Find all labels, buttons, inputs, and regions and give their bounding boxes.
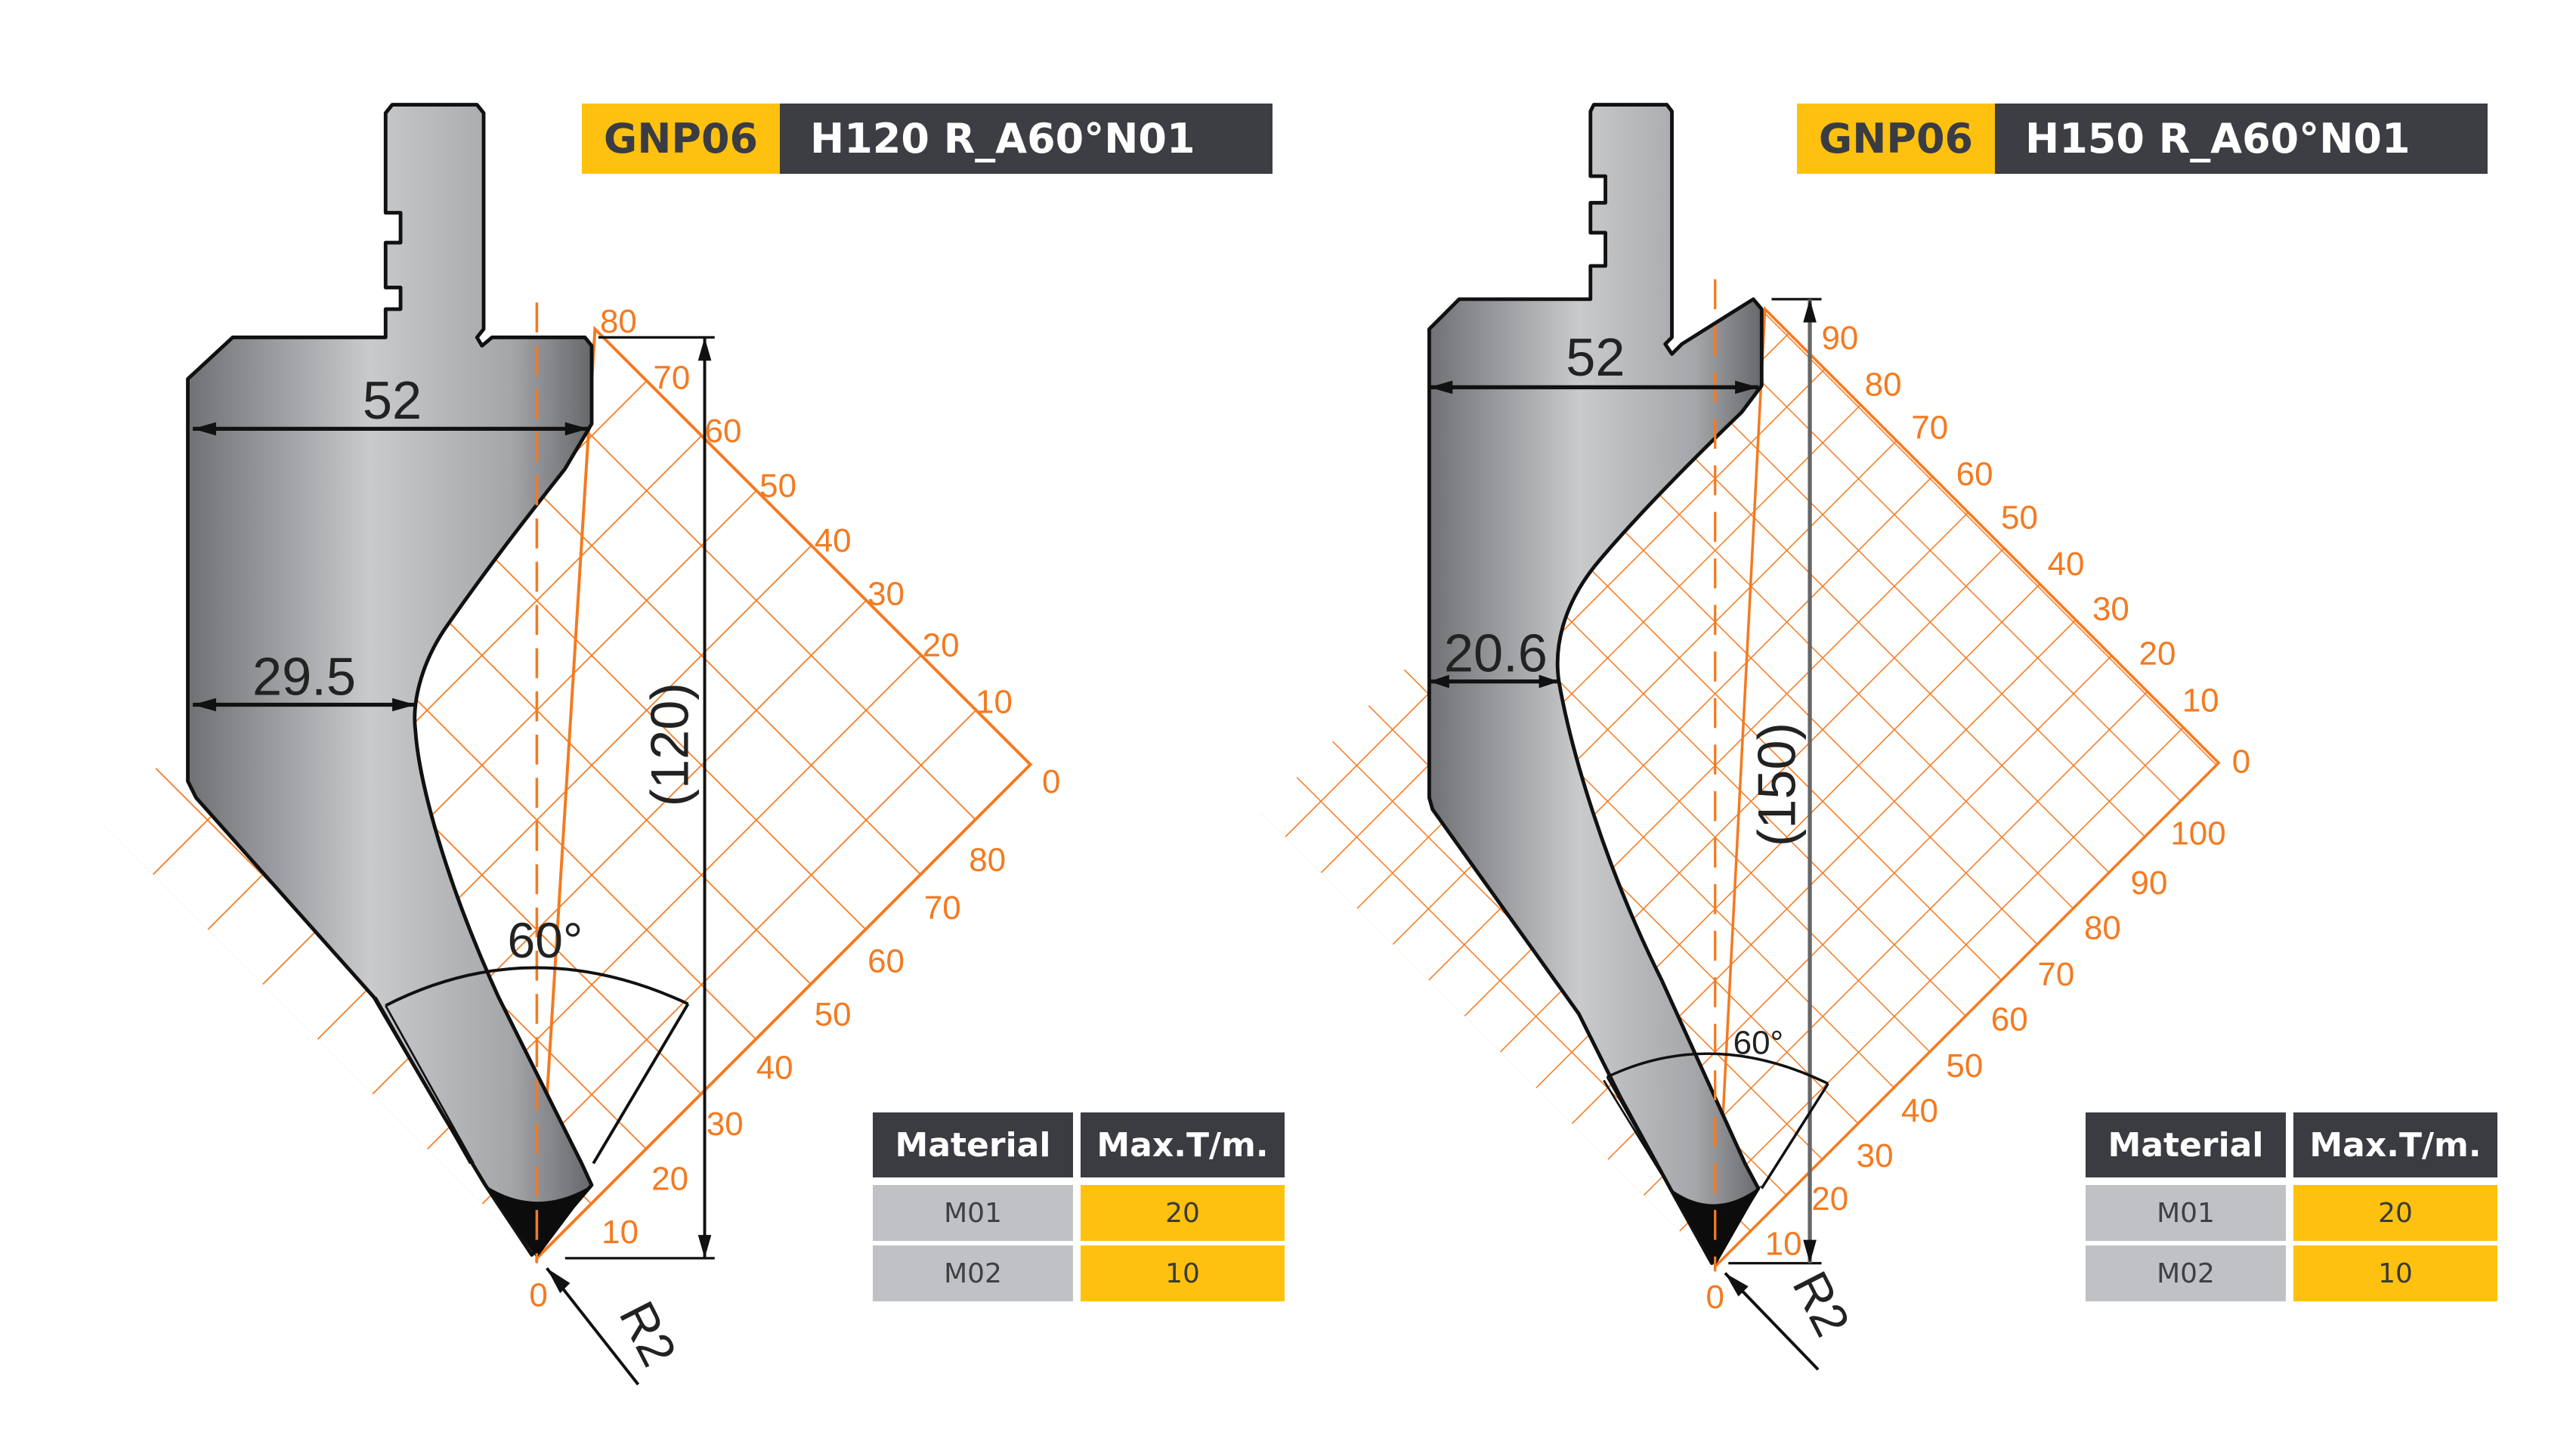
svg-text:70: 70 bbox=[924, 889, 961, 927]
series-code-left: GNP06 bbox=[582, 104, 780, 174]
svg-text:0: 0 bbox=[2232, 744, 2250, 781]
max-tonnage-cell: 20 bbox=[2293, 1185, 2497, 1241]
max-tonnage-cell: 10 bbox=[2293, 1245, 2497, 1301]
header-material: Material bbox=[2086, 1112, 2286, 1177]
material-cell: M01 bbox=[873, 1185, 1073, 1241]
svg-text:0: 0 bbox=[1042, 763, 1060, 800]
grid-scale-lower-left: 80 70 60 50 40 30 20 10 bbox=[601, 841, 1006, 1251]
svg-text:50: 50 bbox=[2001, 499, 2038, 536]
max-tonnage-cell: 20 bbox=[1081, 1185, 1285, 1241]
table-row: M02 10 bbox=[873, 1245, 1285, 1301]
svg-text:80: 80 bbox=[600, 303, 637, 340]
header-max-tonnage: Max.T/m. bbox=[2293, 1112, 2497, 1177]
svg-text:50: 50 bbox=[1946, 1047, 1983, 1084]
svg-text:90: 90 bbox=[1821, 320, 1858, 357]
svg-text:10: 10 bbox=[601, 1214, 639, 1251]
die-tip-left bbox=[485, 1185, 592, 1258]
model-name-left: H120 R_A60°N01 bbox=[780, 104, 1273, 174]
svg-text:30: 30 bbox=[707, 1106, 744, 1143]
radius-dimension-right: R2 bbox=[1782, 1263, 1860, 1345]
svg-text:30: 30 bbox=[1857, 1137, 1894, 1174]
svg-text:80: 80 bbox=[2084, 910, 2121, 947]
grid-scale-lower-right: 100 90 80 70 60 50 40 30 20 10 bbox=[1765, 815, 2226, 1262]
angle-dimension-left: 60° bbox=[508, 912, 583, 968]
svg-text:60: 60 bbox=[705, 413, 742, 450]
angle-dimension-right: 60° bbox=[1733, 1024, 1784, 1061]
svg-text:50: 50 bbox=[759, 468, 796, 505]
table-header-row: Material Max.T/m. bbox=[2086, 1112, 2497, 1177]
max-tonnage-cell: 10 bbox=[1081, 1245, 1285, 1301]
die-title-banner-left: GNP06 H120 R_A60°N01 bbox=[582, 104, 1273, 174]
series-code-right: GNP06 bbox=[1797, 104, 1995, 174]
svg-text:90: 90 bbox=[2131, 865, 2168, 902]
width-dimension-left: 52 bbox=[363, 370, 422, 430]
material-tonnage-table-right: Material Max.T/m. M01 20 M02 10 bbox=[2086, 1112, 2497, 1306]
neck-width-dimension-left: 29.5 bbox=[252, 646, 356, 706]
grid-scale-upper-left: 80 70 60 50 40 30 20 10 0 bbox=[600, 303, 1060, 800]
svg-text:70: 70 bbox=[1911, 410, 1948, 447]
svg-text:60: 60 bbox=[1991, 1001, 2028, 1038]
svg-text:20: 20 bbox=[2139, 636, 2176, 673]
material-cell: M01 bbox=[2086, 1185, 2286, 1241]
svg-text:70: 70 bbox=[2037, 956, 2074, 993]
svg-text:30: 30 bbox=[867, 576, 905, 613]
table-header-row: Material Max.T/m. bbox=[873, 1112, 1285, 1177]
svg-text:100: 100 bbox=[2170, 815, 2225, 852]
grid-scale-upper-right: 90 80 70 60 50 40 30 20 10 0 bbox=[1821, 320, 2250, 781]
die-title-banner-right: GNP06 H150 R_A60°N01 bbox=[1797, 104, 2488, 174]
svg-text:80: 80 bbox=[969, 841, 1006, 878]
table-row: M01 20 bbox=[873, 1185, 1285, 1241]
table-row: M02 10 bbox=[2086, 1245, 2497, 1301]
tip-zero-label-left: 0 bbox=[529, 1277, 547, 1314]
material-tonnage-table-left: Material Max.T/m. M01 20 M02 10 bbox=[873, 1112, 1285, 1306]
svg-text:10: 10 bbox=[1765, 1225, 1802, 1262]
svg-text:40: 40 bbox=[756, 1049, 793, 1086]
svg-text:40: 40 bbox=[2048, 546, 2085, 583]
width-dimension-right: 52 bbox=[1566, 327, 1625, 387]
svg-text:20: 20 bbox=[1811, 1180, 1848, 1217]
svg-text:30: 30 bbox=[2092, 590, 2129, 627]
header-material: Material bbox=[873, 1112, 1073, 1177]
neck-width-dimension-right: 20.6 bbox=[1444, 623, 1548, 683]
material-cell: M02 bbox=[873, 1245, 1073, 1301]
header-max-tonnage: Max.T/m. bbox=[1081, 1112, 1285, 1177]
die-body-left bbox=[186, 103, 594, 1257]
tip-zero-label-right: 0 bbox=[1705, 1279, 1724, 1316]
svg-text:10: 10 bbox=[2182, 682, 2219, 719]
height-dimension-right: (150) bbox=[1746, 722, 1806, 846]
svg-text:50: 50 bbox=[815, 996, 852, 1033]
svg-text:40: 40 bbox=[815, 522, 852, 559]
material-cell: M02 bbox=[2086, 1245, 2286, 1301]
table-row: M01 20 bbox=[2086, 1185, 2497, 1241]
svg-text:60: 60 bbox=[867, 943, 905, 980]
height-dimension-left: (120) bbox=[640, 682, 700, 806]
svg-text:20: 20 bbox=[923, 627, 960, 664]
svg-text:10: 10 bbox=[976, 684, 1013, 721]
svg-text:80: 80 bbox=[1865, 366, 1902, 403]
svg-text:20: 20 bbox=[651, 1161, 688, 1198]
svg-text:60: 60 bbox=[1956, 456, 1993, 493]
model-name-right: H150 R_A60°N01 bbox=[1995, 104, 2488, 174]
svg-text:40: 40 bbox=[1901, 1093, 1938, 1130]
svg-text:70: 70 bbox=[653, 360, 690, 397]
